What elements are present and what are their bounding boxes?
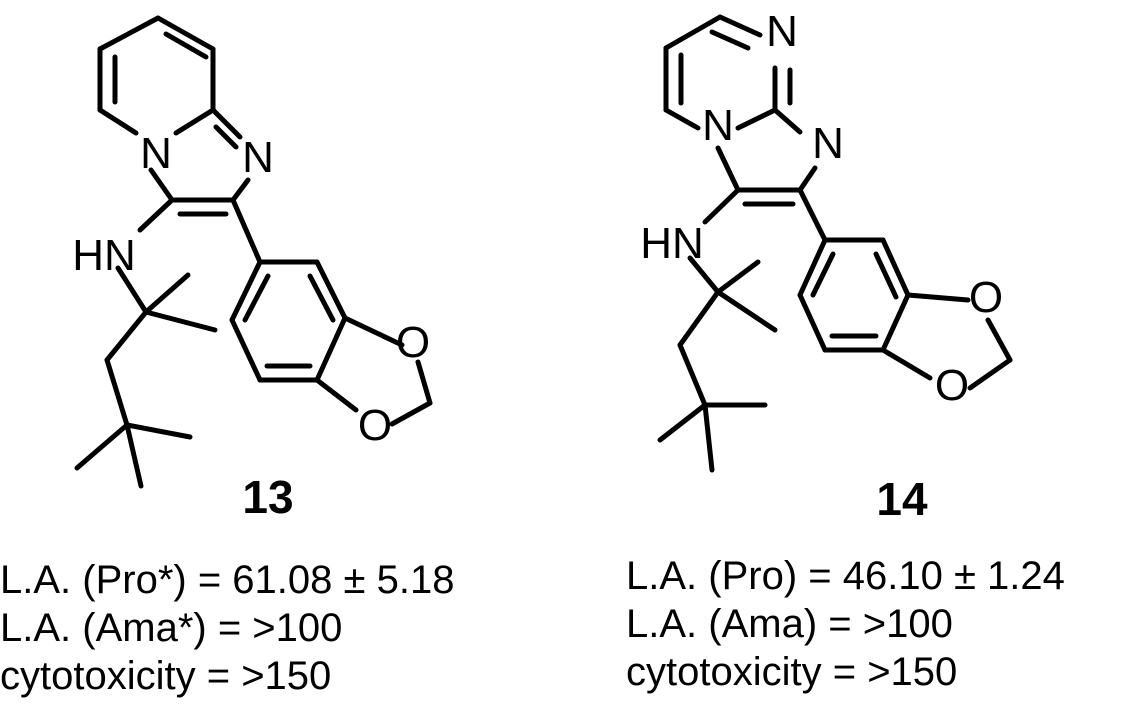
atom-n-ring-14: N [702, 101, 734, 150]
compound-13-la-ama: L.A. (Ama*) = >100 [0, 606, 343, 650]
compound-14-activity: L.A. (Pro) = 46.10 ± 1.24 L.A. (Ama) = >… [626, 552, 1065, 696]
compound-13-number: 13 [242, 471, 293, 523]
atom-n-top-14: N [766, 7, 798, 56]
compound-14-structure: N N N HN O O [640, 7, 1013, 473]
atom-hn-13: HN [72, 231, 136, 280]
atom-o-bottom-13: O [358, 401, 392, 450]
compound-13-la-pro: L.A. (Pro*) = 61.08 ± 5.18 [0, 558, 455, 602]
compound-14-la-ama: L.A. (Ama) = >100 [626, 602, 953, 646]
atom-n-imidazole-13: N [242, 133, 274, 182]
compound-13-activity: L.A. (Pro*) = 61.08 ± 5.18 L.A. (Ama*) =… [0, 556, 454, 700]
atom-o-bottom-14: O [935, 361, 969, 410]
compound-13-structure: N N HN O O [72, 15, 433, 489]
atom-o-top-13: O [396, 318, 430, 367]
atom-n-ring-13: N [140, 129, 172, 178]
atom-hn-14: HN [640, 219, 704, 268]
compound-14-number: 14 [876, 473, 928, 525]
atom-o-top-14: O [969, 273, 1003, 322]
compound-14-cytotoxicity: cytotoxicity = >150 [626, 650, 958, 694]
atom-n-imidazole-14: N [812, 119, 844, 168]
compound-14-la-pro: L.A. (Pro) = 46.10 ± 1.24 [626, 554, 1065, 598]
compound-13-cytotoxicity: cytotoxicity = >150 [0, 654, 332, 698]
